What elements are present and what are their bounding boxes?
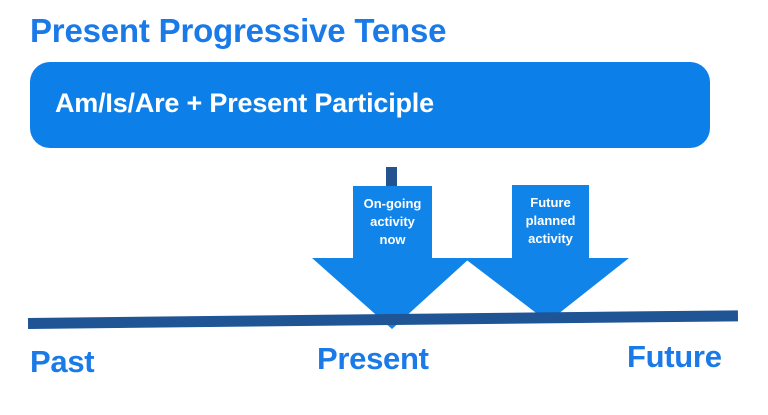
on-going-activity-arrow: On-going activity now [310, 186, 470, 329]
timeline-label-present: Present [317, 341, 429, 376]
timeline-label-past: Past [30, 344, 95, 379]
down-arrow-icon [312, 186, 470, 329]
page-title: Present Progressive Tense [30, 12, 447, 49]
formula-text: Am/Is/Are + Present Participle [55, 88, 434, 118]
on-going-activity-label: On-going activity now [363, 196, 422, 247]
arrow-stub-marker [386, 167, 397, 187]
timeline-label-future: Future [627, 339, 722, 374]
formula-box: Am/Is/Are + Present Participle [30, 62, 710, 148]
down-arrow-icon [464, 185, 629, 322]
future-planned-activity-label: Future planned activity [525, 195, 576, 246]
future-planned-activity-arrow: Future planned activity [462, 185, 629, 322]
